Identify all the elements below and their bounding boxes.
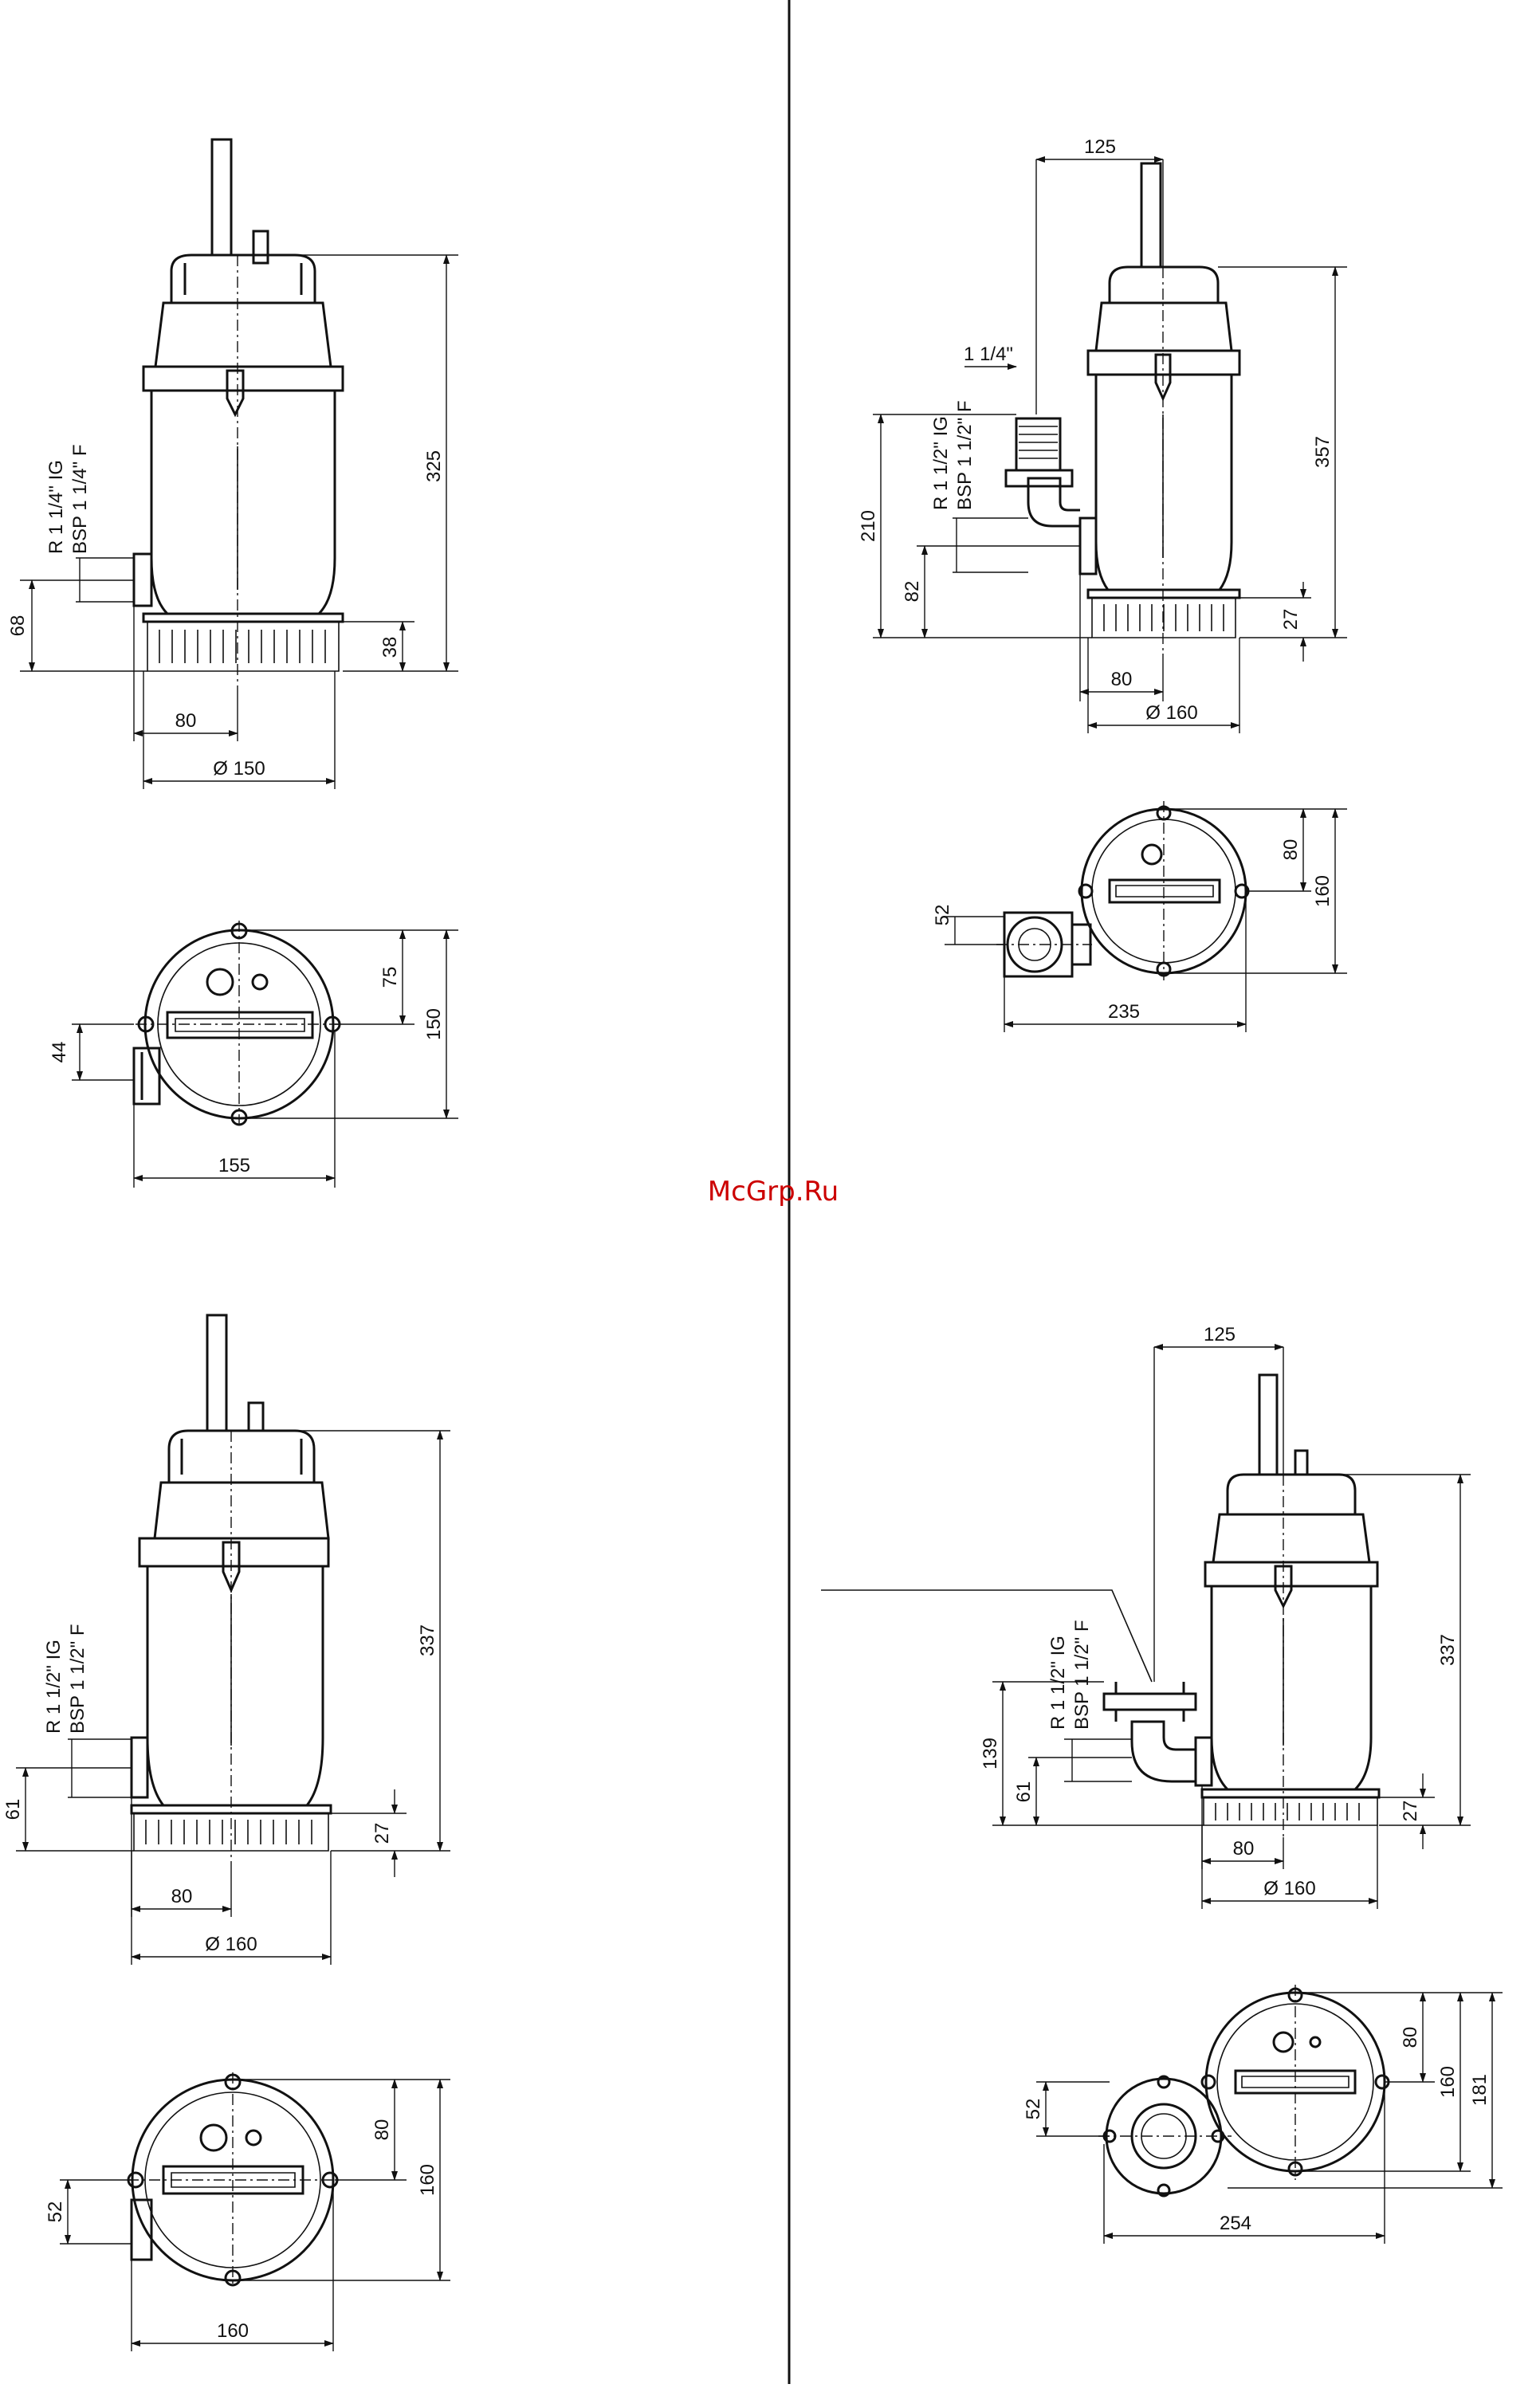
dim-label-254: 254 xyxy=(1220,2213,1251,2234)
dim-label-80: 80 xyxy=(1233,1838,1255,1860)
thread-label-2: BSP 1 1/2" F xyxy=(67,1624,88,1734)
dim-label-160: 160 xyxy=(417,2164,438,2196)
dim-label-68: 68 xyxy=(7,615,29,637)
watermark: McGrp.Ru xyxy=(708,1176,839,1208)
thread-label-1: R 1 1/2" IG xyxy=(43,1640,65,1734)
thread-label-1: R 1 1/2" IG xyxy=(1047,1636,1069,1730)
dimensions-side-bottom-left: 337 27 61 R 1 1/2" IG BSP 1 1/2" F 80 Ø … xyxy=(2,1431,450,1965)
dim-label-27: 27 xyxy=(1280,609,1302,630)
dim-label-125: 125 xyxy=(1204,1324,1236,1345)
dim-label-61: 61 xyxy=(2,1799,24,1820)
dim-label-337: 337 xyxy=(417,1624,438,1656)
dim-label-357: 357 xyxy=(1312,436,1334,468)
dimensions-plan-bottom-left: 80 160 52 160 xyxy=(45,2080,450,2351)
dimensions-side-top-left: 325 38 68 R 1 1/4" IG BSP 1 1/4" F 80 Ø … xyxy=(7,255,458,789)
dim-label-80: 80 xyxy=(175,710,197,732)
pump-plan-view-bottom-right xyxy=(1098,1985,1389,2196)
dim-label-dia160: Ø 160 xyxy=(1263,1878,1315,1899)
thread-label-1: R 1 1/2" IG xyxy=(930,416,952,510)
dim-label-61: 61 xyxy=(1013,1781,1035,1803)
thread-label-1: R 1 1/4" IG xyxy=(45,460,67,554)
dimensions-plan-top-right: 80 160 52 235 xyxy=(932,809,1347,1032)
pump-side-view-top-left xyxy=(134,139,343,685)
dim-label-125: 125 xyxy=(1084,136,1116,158)
thread-label-2: BSP 1 1/4" F xyxy=(69,445,91,554)
dim-label-325: 325 xyxy=(423,450,445,482)
dim-label-160-width: 160 xyxy=(217,2320,249,2342)
dim-label-80: 80 xyxy=(1280,839,1302,861)
dim-label-337: 337 xyxy=(1437,1634,1459,1666)
dimensions-plan-bottom-right: 80 160 181 52 254 xyxy=(1023,1993,1503,2244)
dim-label-52: 52 xyxy=(45,2201,66,2223)
dim-label-160: 160 xyxy=(1312,875,1334,907)
dim-label-dia160: Ø 160 xyxy=(1145,702,1197,724)
pump-side-view-bottom-right xyxy=(821,1375,1379,1837)
dim-label-75: 75 xyxy=(379,967,401,988)
pump-plan-view-bottom-left xyxy=(128,2072,339,2288)
dim-label-80: 80 xyxy=(171,1886,193,1907)
thread-label-2: BSP 1 1/2" F xyxy=(954,401,976,510)
dim-label-44: 44 xyxy=(49,1042,70,1063)
dimensions-plan-top-left: 75 150 44 155 xyxy=(49,930,458,1188)
hose-size-label: 1 1/4" xyxy=(964,344,1013,365)
dim-label-235: 235 xyxy=(1108,1001,1140,1023)
dim-label-80: 80 xyxy=(371,2119,393,2141)
dim-label-139: 139 xyxy=(980,1738,1001,1769)
dim-label-80: 80 xyxy=(1111,669,1133,690)
dim-label-150: 150 xyxy=(423,1008,445,1040)
dim-label-27: 27 xyxy=(371,1823,393,1844)
dim-label-38: 38 xyxy=(379,637,401,658)
dim-label-210: 210 xyxy=(858,510,879,542)
dim-label-160: 160 xyxy=(1437,2066,1459,2098)
dimensions-side-top-right: 125 1 1/4" 357 27 210 82 R 1 1/2" IG BSP… xyxy=(858,136,1347,733)
pump-plan-view-top-right xyxy=(996,801,1248,980)
pump-plan-view-top-left xyxy=(134,921,343,1128)
dim-label-dia160: Ø 160 xyxy=(205,1934,257,1955)
dim-label-80: 80 xyxy=(1400,2027,1421,2048)
dim-label-52: 52 xyxy=(932,905,953,926)
dim-label-52: 52 xyxy=(1023,2099,1044,2120)
dim-label-dia150: Ø 150 xyxy=(213,758,265,780)
dimensions-side-bottom-right: 125 337 27 139 61 R 1 1/2" IG BSP 1 1/2"… xyxy=(980,1324,1471,1909)
dim-label-181: 181 xyxy=(1469,2074,1491,2106)
dim-label-155: 155 xyxy=(218,1155,250,1176)
thread-label-2: BSP 1 1/2" F xyxy=(1071,1620,1093,1730)
dim-label-27: 27 xyxy=(1400,1801,1421,1822)
pump-side-view-bottom-left xyxy=(132,1315,331,1869)
dim-label-82: 82 xyxy=(902,581,923,603)
pump-side-view-top-right xyxy=(1006,163,1239,654)
